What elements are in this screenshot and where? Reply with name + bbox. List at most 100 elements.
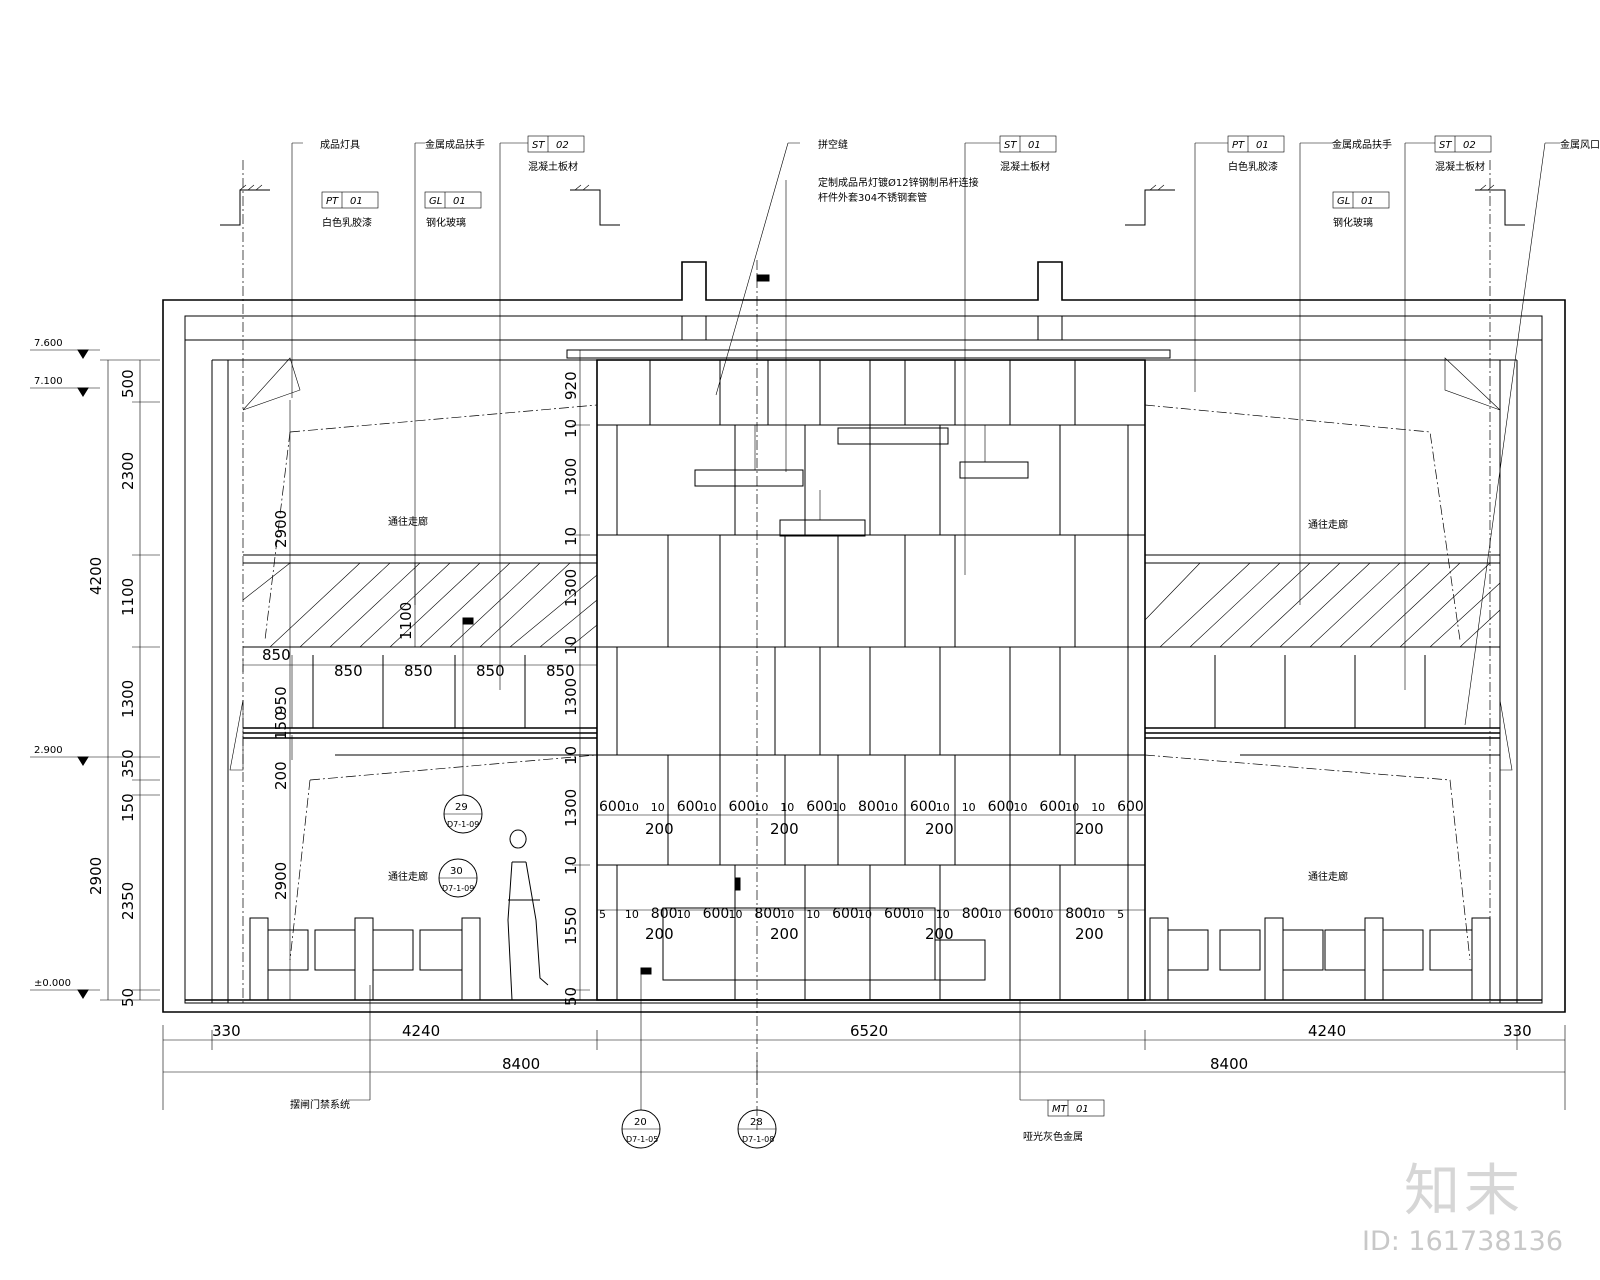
dim-330-left: 330	[212, 1022, 241, 1040]
side-areas	[229, 357, 1513, 1001]
svg-text:10: 10	[562, 856, 580, 875]
svg-text:10: 10	[562, 527, 580, 546]
svg-text:01: 01	[453, 196, 466, 207]
tag-st01: ST 01 混凝土板材	[999, 135, 1057, 173]
panel-dim: 10	[677, 908, 691, 921]
svg-text:50: 50	[562, 987, 580, 1006]
tag-mt01: MT 01	[1047, 1099, 1105, 1117]
panel-dim: 10	[625, 801, 639, 814]
panel-dim: 10	[1065, 801, 1079, 814]
panel-dim: 800	[1065, 906, 1092, 922]
svg-text:1100: 1100	[397, 602, 415, 640]
svg-text:PT: PT	[326, 196, 339, 207]
panel-dim: 800	[962, 906, 989, 922]
svg-text:1100: 1100	[119, 578, 137, 616]
panel-dim: 5	[1117, 908, 1124, 921]
panel-dim: 10	[1091, 801, 1105, 814]
svg-text:2900: 2900	[272, 510, 290, 548]
svg-text:350: 350	[119, 749, 137, 778]
panel-dim: 10	[832, 801, 846, 814]
svg-text:2300: 2300	[119, 452, 137, 490]
svg-text:GL: GL	[1337, 196, 1350, 207]
leader-lines	[291, 142, 1560, 1101]
dim-8400-right: 8400	[1210, 1055, 1248, 1073]
panel-dim: 10	[936, 908, 950, 921]
center-vertical-dimensions: 920 10 1300 10 1300 10 1300 10 1300 10 1…	[562, 350, 590, 1006]
svg-text:01: 01	[1256, 140, 1269, 151]
side-axes	[242, 160, 1491, 1003]
panel-dim: 10	[703, 801, 717, 814]
svg-text:混凝土板材: 混凝土板材	[1000, 160, 1050, 173]
svg-text:920: 920	[562, 371, 580, 400]
note-metal-vent: 金属风口	[1560, 138, 1600, 151]
svg-text:混凝土板材: 混凝土板材	[1435, 160, 1485, 173]
callout-20: 20 D7-1-05	[621, 967, 661, 1149]
svg-text:1300: 1300	[562, 789, 580, 827]
svg-text:混凝土板材: 混凝土板材	[528, 160, 578, 173]
dim-4240-right: 4240	[1308, 1022, 1346, 1040]
note-matte-gray-metal: 哑光灰色金属	[1023, 1130, 1083, 1143]
break-symbols	[220, 184, 1525, 226]
left-wall-dimensions: 2900 1100 950 150 200 2900	[272, 400, 416, 1000]
feature-wall	[566, 349, 1171, 1001]
panel-dim: 10	[625, 908, 639, 921]
panel-subdim: 200	[770, 925, 799, 943]
panel-dim: 10	[884, 801, 898, 814]
panel-subdim: 200	[1075, 925, 1104, 943]
panel-dim: 10	[936, 801, 950, 814]
panel-dim: 10	[1014, 801, 1028, 814]
svg-text:150: 150	[119, 793, 137, 822]
panel-subdim: 200	[645, 925, 674, 943]
svg-text:1300: 1300	[562, 458, 580, 496]
panel-dim: 5	[599, 908, 606, 921]
note-light-fixture: 成品灯具	[320, 139, 360, 151]
svg-text:10: 10	[562, 636, 580, 655]
svg-text:MT: MT	[1052, 1104, 1068, 1115]
panel-dim: 600	[806, 799, 833, 815]
panel-subdim: 200	[925, 925, 954, 943]
tag-st02-left: ST 02 混凝土板材	[527, 135, 585, 173]
note-turnstile: 摆闸门禁系统	[290, 1098, 350, 1111]
svg-text:白色乳胶漆: 白色乳胶漆	[322, 216, 372, 229]
svg-text:GL: GL	[429, 196, 442, 207]
svg-text:白色乳胶漆: 白色乳胶漆	[1228, 160, 1278, 173]
railing-dimensions: 850 850 850 850 850	[242, 646, 598, 680]
callout-30: 30 D7-1-09	[438, 858, 478, 898]
svg-text:850: 850	[334, 662, 363, 680]
panel-dim: 10	[806, 908, 820, 921]
callout-28: 28 D7-1-08	[737, 1109, 777, 1149]
svg-text:D7-1-08: D7-1-08	[742, 1135, 774, 1144]
svg-text:1550: 1550	[562, 907, 580, 945]
svg-text:ST: ST	[532, 140, 545, 151]
svg-text:D7-1-09: D7-1-09	[447, 820, 479, 829]
corridor-label-3: 通往走廊	[1308, 518, 1348, 531]
panel-dim: 10	[910, 908, 924, 921]
svg-text:30: 30	[450, 866, 463, 877]
bottom-dimensions: 330 4240 6520 4240 330 8400 8400	[162, 1022, 1566, 1110]
panel-dim: 600	[1039, 799, 1066, 815]
panel-dim: 10	[780, 801, 794, 814]
panel-dim: 10	[1039, 908, 1053, 921]
svg-text:1300: 1300	[119, 680, 137, 718]
tag-gl01-right: GL 01 钢化玻璃	[1332, 191, 1390, 229]
panel-dim: 10	[780, 908, 794, 921]
callout-29: 29 D7-1-09	[443, 617, 483, 834]
panel-subdim: 200	[645, 820, 674, 838]
svg-text:01: 01	[1361, 196, 1374, 207]
svg-text:29: 29	[455, 802, 468, 813]
tag-pt01-right: PT 01 白色乳胶漆	[1227, 135, 1285, 173]
panel-dim: 10	[754, 801, 768, 814]
note-pendant-2: 杆件外套304不锈钢套管	[818, 191, 927, 204]
svg-text:钢化玻璃: 钢化玻璃	[426, 216, 466, 229]
panel-dim: 10	[962, 801, 976, 814]
panel-dim: 10	[651, 801, 665, 814]
panel-dim: 10	[988, 908, 1002, 921]
panel-dim: 600	[703, 906, 730, 922]
svg-text:500: 500	[119, 369, 137, 398]
tag-gl01-left: GL 01 钢化玻璃	[424, 191, 482, 229]
svg-text:02: 02	[556, 140, 569, 151]
panel-dim: 10	[1091, 908, 1105, 921]
svg-text:20: 20	[634, 1117, 647, 1128]
svg-text:850: 850	[404, 662, 433, 680]
